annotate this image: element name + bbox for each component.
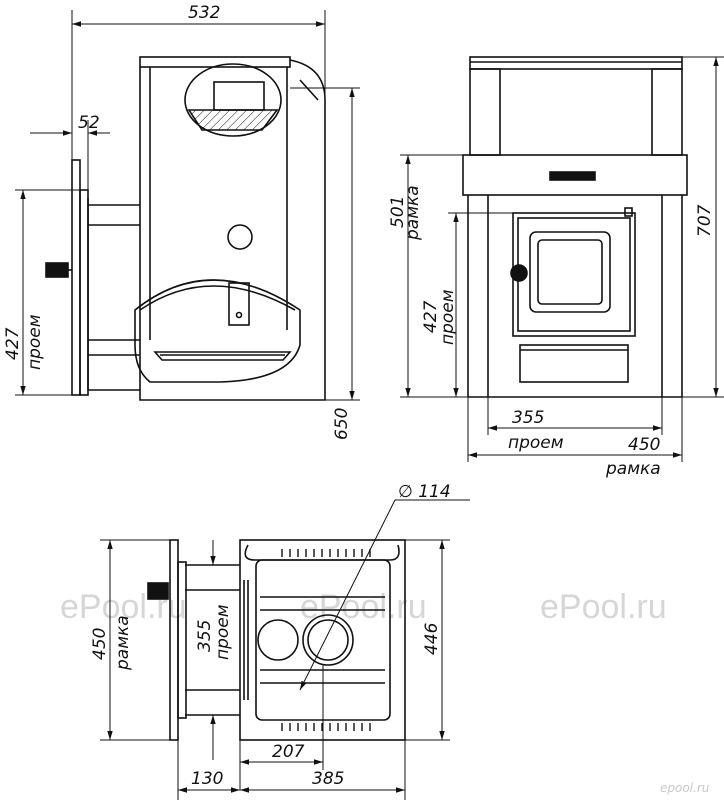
- dim-side-offset: 52: [78, 113, 100, 133]
- dim-front-opening-w: 355: [512, 408, 544, 428]
- side-dimensions: [15, 10, 360, 401]
- diameter-leader: [299, 499, 470, 691]
- dim-side-opening: 427: [3, 327, 23, 360]
- dim-front-total-h: 707: [695, 204, 715, 237]
- dim-front-opening-h-label: проем: [438, 289, 458, 345]
- dim-top-depth: 446: [422, 622, 442, 655]
- site-logo: epool.ru: [660, 781, 710, 795]
- dim-front-opening-w-label: проем: [508, 433, 564, 453]
- watermark-2: ePool.ru: [300, 588, 427, 626]
- dim-top-body: 385: [312, 769, 344, 789]
- dim-front-frame-w-label: рамка: [605, 459, 661, 479]
- side-view: [45, 56, 326, 401]
- dim-side-height: 650: [332, 408, 352, 440]
- dim-top-frame-label: рамка: [113, 615, 133, 671]
- dim-top-diameter: ∅ 114: [398, 482, 451, 502]
- top-dimensions: [100, 539, 450, 800]
- watermark-3: ePool.ru: [540, 588, 667, 626]
- dim-side-opening-label: проем: [25, 314, 45, 370]
- dim-top-opening: 355: [195, 620, 215, 652]
- dim-top-center: 207: [272, 742, 305, 762]
- dim-side-width: 532: [188, 3, 220, 23]
- dim-front-frame-h: 501: [388, 196, 408, 228]
- dim-front-opening-h: 427: [421, 300, 441, 333]
- dim-top-opening-label: проем: [213, 604, 233, 660]
- front-dimensions: [400, 56, 724, 462]
- dim-front-frame-w: 450: [628, 435, 660, 455]
- dim-top-frame: 450: [90, 628, 110, 660]
- dim-front-frame-h-label: рамка: [403, 185, 423, 241]
- front-view: [462, 56, 688, 398]
- top-view: [147, 539, 406, 741]
- dim-top-offset: 130: [191, 769, 223, 789]
